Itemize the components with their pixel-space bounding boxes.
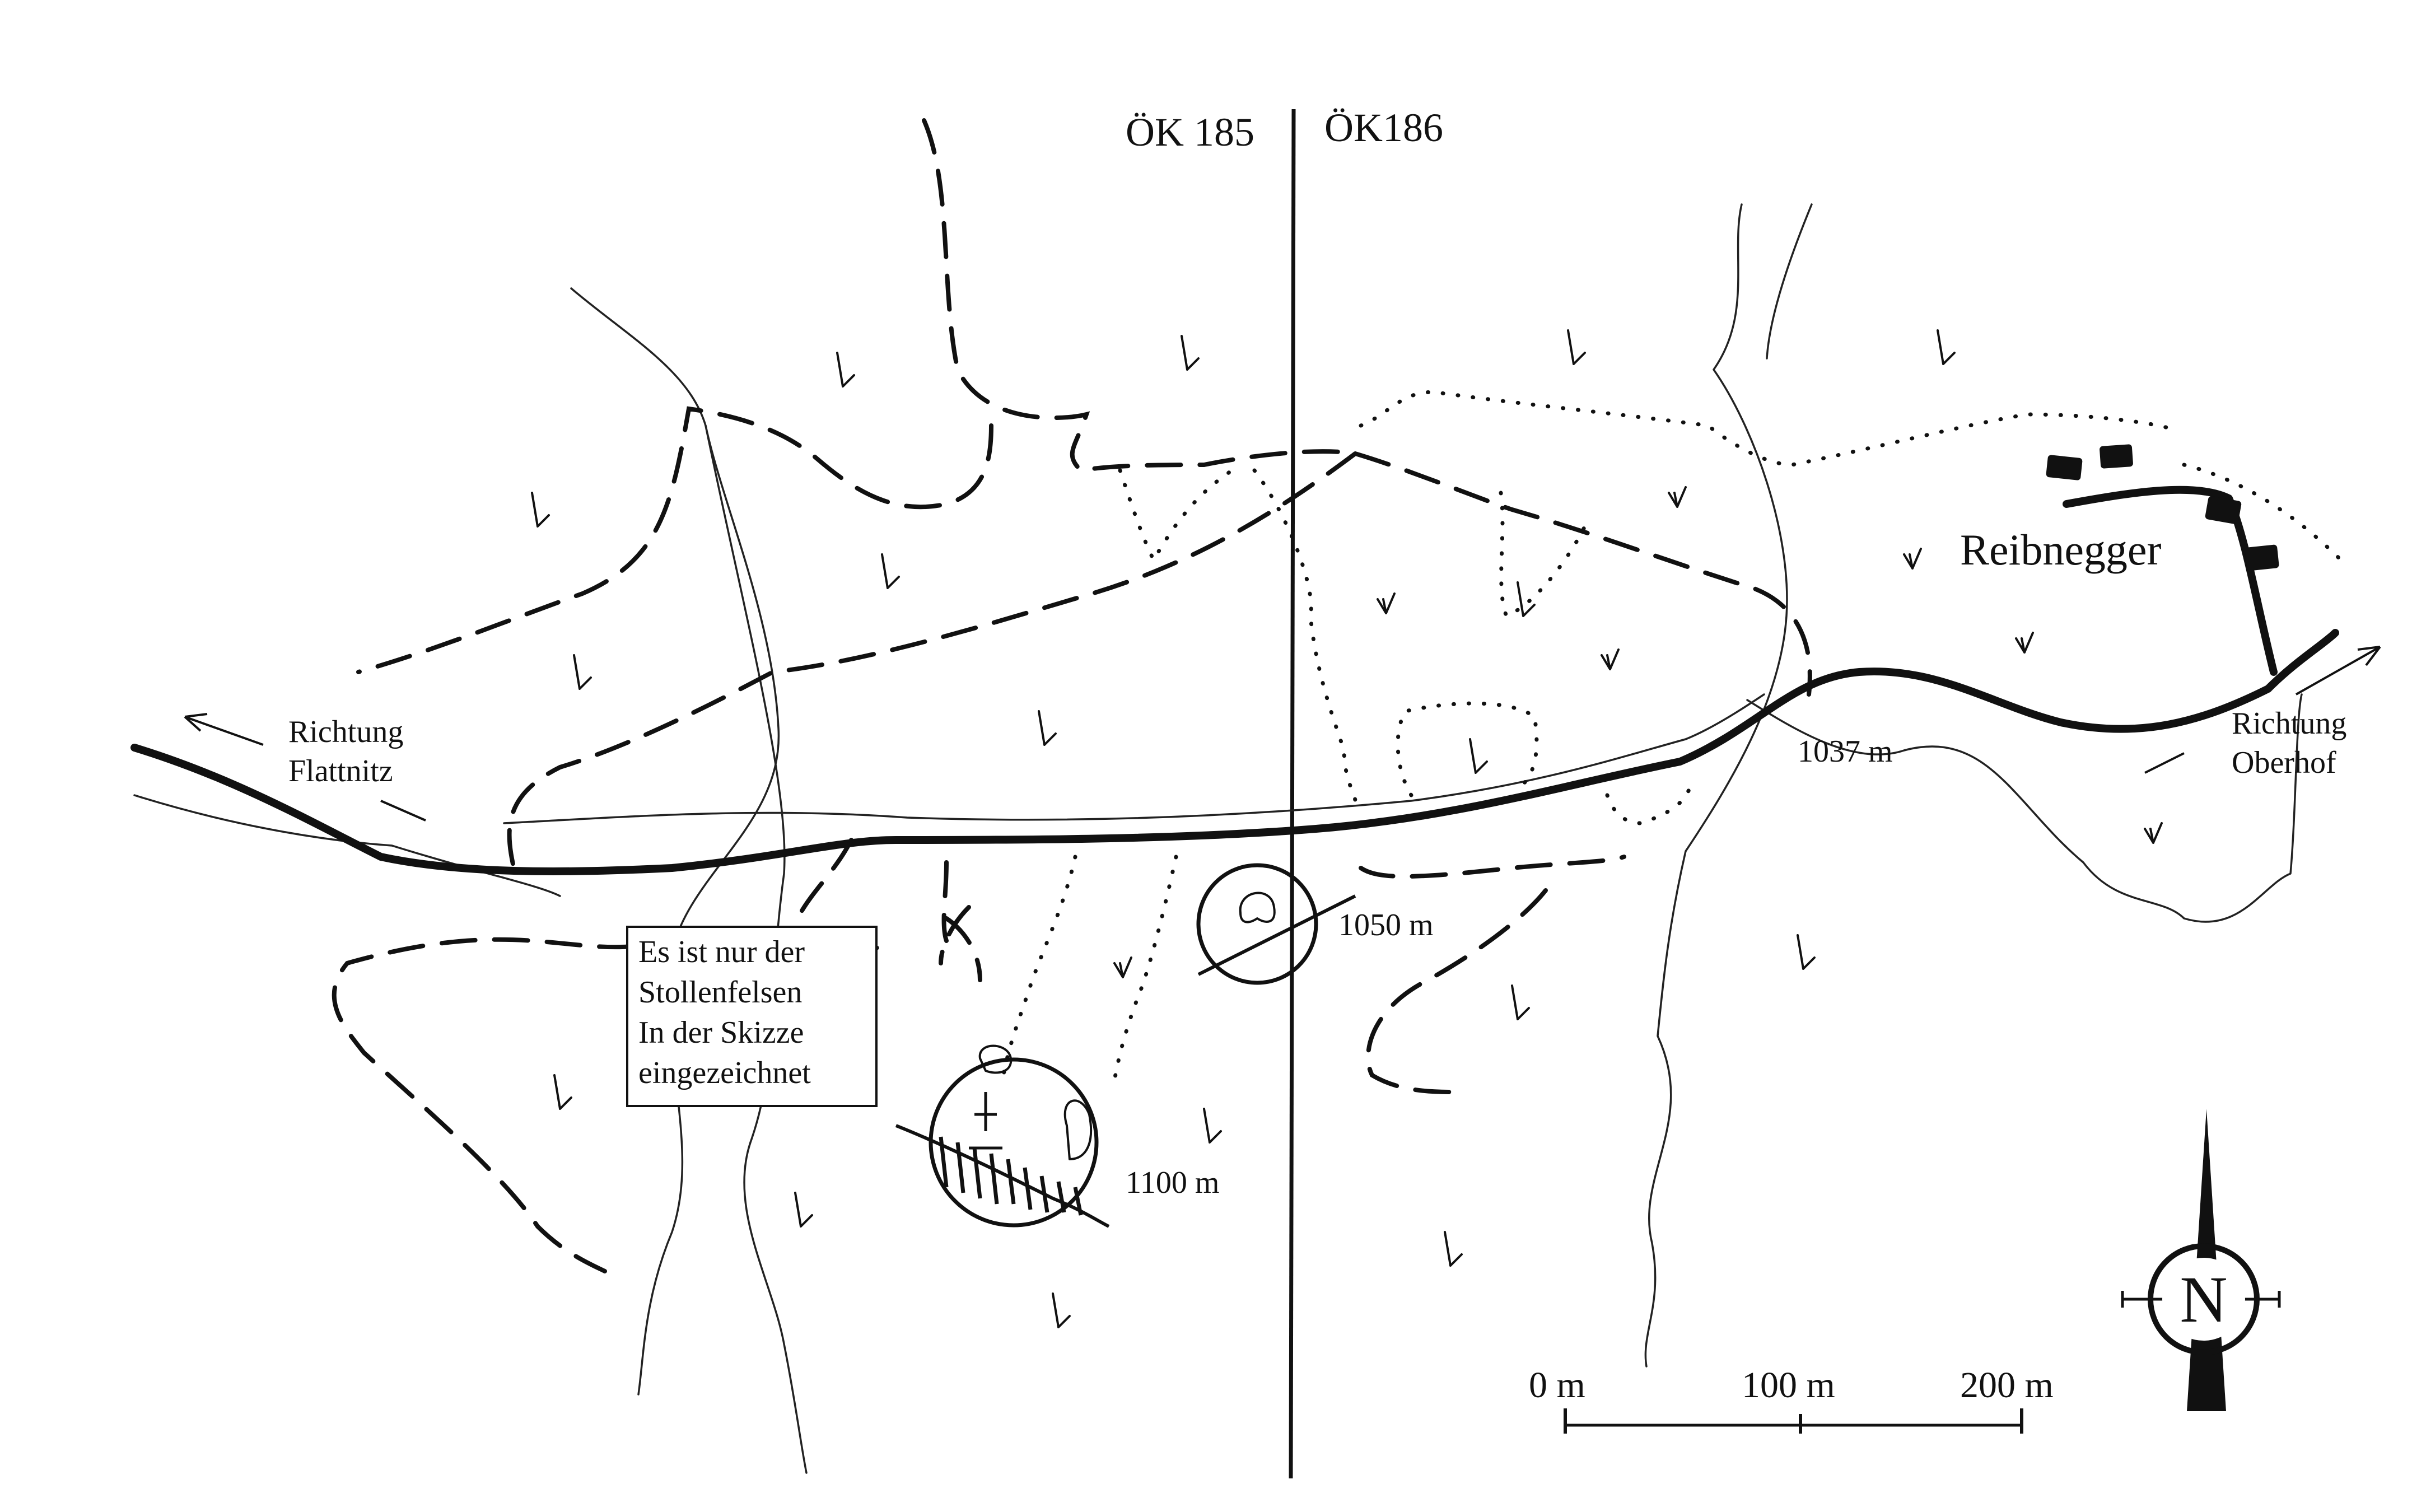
direction-west-line2: Flattnitz xyxy=(288,754,393,788)
building-2 xyxy=(2100,444,2133,469)
elevation-large-rock: 1100 m xyxy=(1126,1165,1219,1200)
direction-east-line2: Oberhof xyxy=(2232,745,2336,780)
scale-tick-200: 200 m xyxy=(1960,1365,2054,1406)
elevation-small-rock: 1050 m xyxy=(1338,908,1434,942)
building-1 xyxy=(2046,455,2083,480)
direction-arrow-west xyxy=(184,713,426,822)
elevation-junction: 1037 m xyxy=(1798,734,1893,769)
sheet-label-right: ÖK186 xyxy=(1324,105,1443,150)
buildings xyxy=(2046,444,2279,571)
building-4 xyxy=(2245,544,2279,571)
meadow-symbols xyxy=(1113,486,2163,978)
note-line-4: eingezeichnet xyxy=(638,1056,811,1090)
small-rock-site xyxy=(1196,863,1356,985)
building-3 xyxy=(2205,496,2242,524)
scale-tick-100: 100 m xyxy=(1742,1365,1835,1406)
direction-east-line1: Richtung xyxy=(2232,706,2346,741)
north-label: N xyxy=(2180,1263,2227,1336)
dotted-paths xyxy=(1000,390,2343,1083)
note-box: Es ist nur der Stollenfelsen In der Skiz… xyxy=(626,926,878,1107)
note-line-3: In der Skizze xyxy=(638,1015,804,1050)
forest-symbols xyxy=(531,329,1956,1328)
access-road xyxy=(2063,486,2278,676)
scale-tick-0: 0 m xyxy=(1529,1365,1585,1406)
sheet-boundary-line xyxy=(1289,109,1296,1479)
north-arrow: N xyxy=(2121,1109,2281,1411)
sheet-label-left: ÖK 185 xyxy=(1126,110,1254,155)
direction-arrow-east xyxy=(2144,646,2381,774)
place-label-reibnegger: Reibnegger xyxy=(1960,525,2162,574)
forest-tracks xyxy=(332,118,1812,1273)
streams xyxy=(133,203,2303,1474)
main-road xyxy=(130,629,2339,875)
scale-bar: 0 m 100 m 200 m xyxy=(1529,1365,2054,1434)
note-line-1: Es ist nur der xyxy=(638,935,805,969)
note-line-2: Stollenfelsen xyxy=(638,975,802,1010)
large-rock-site xyxy=(895,1044,1110,1228)
direction-west-line1: Richtung xyxy=(288,715,403,749)
